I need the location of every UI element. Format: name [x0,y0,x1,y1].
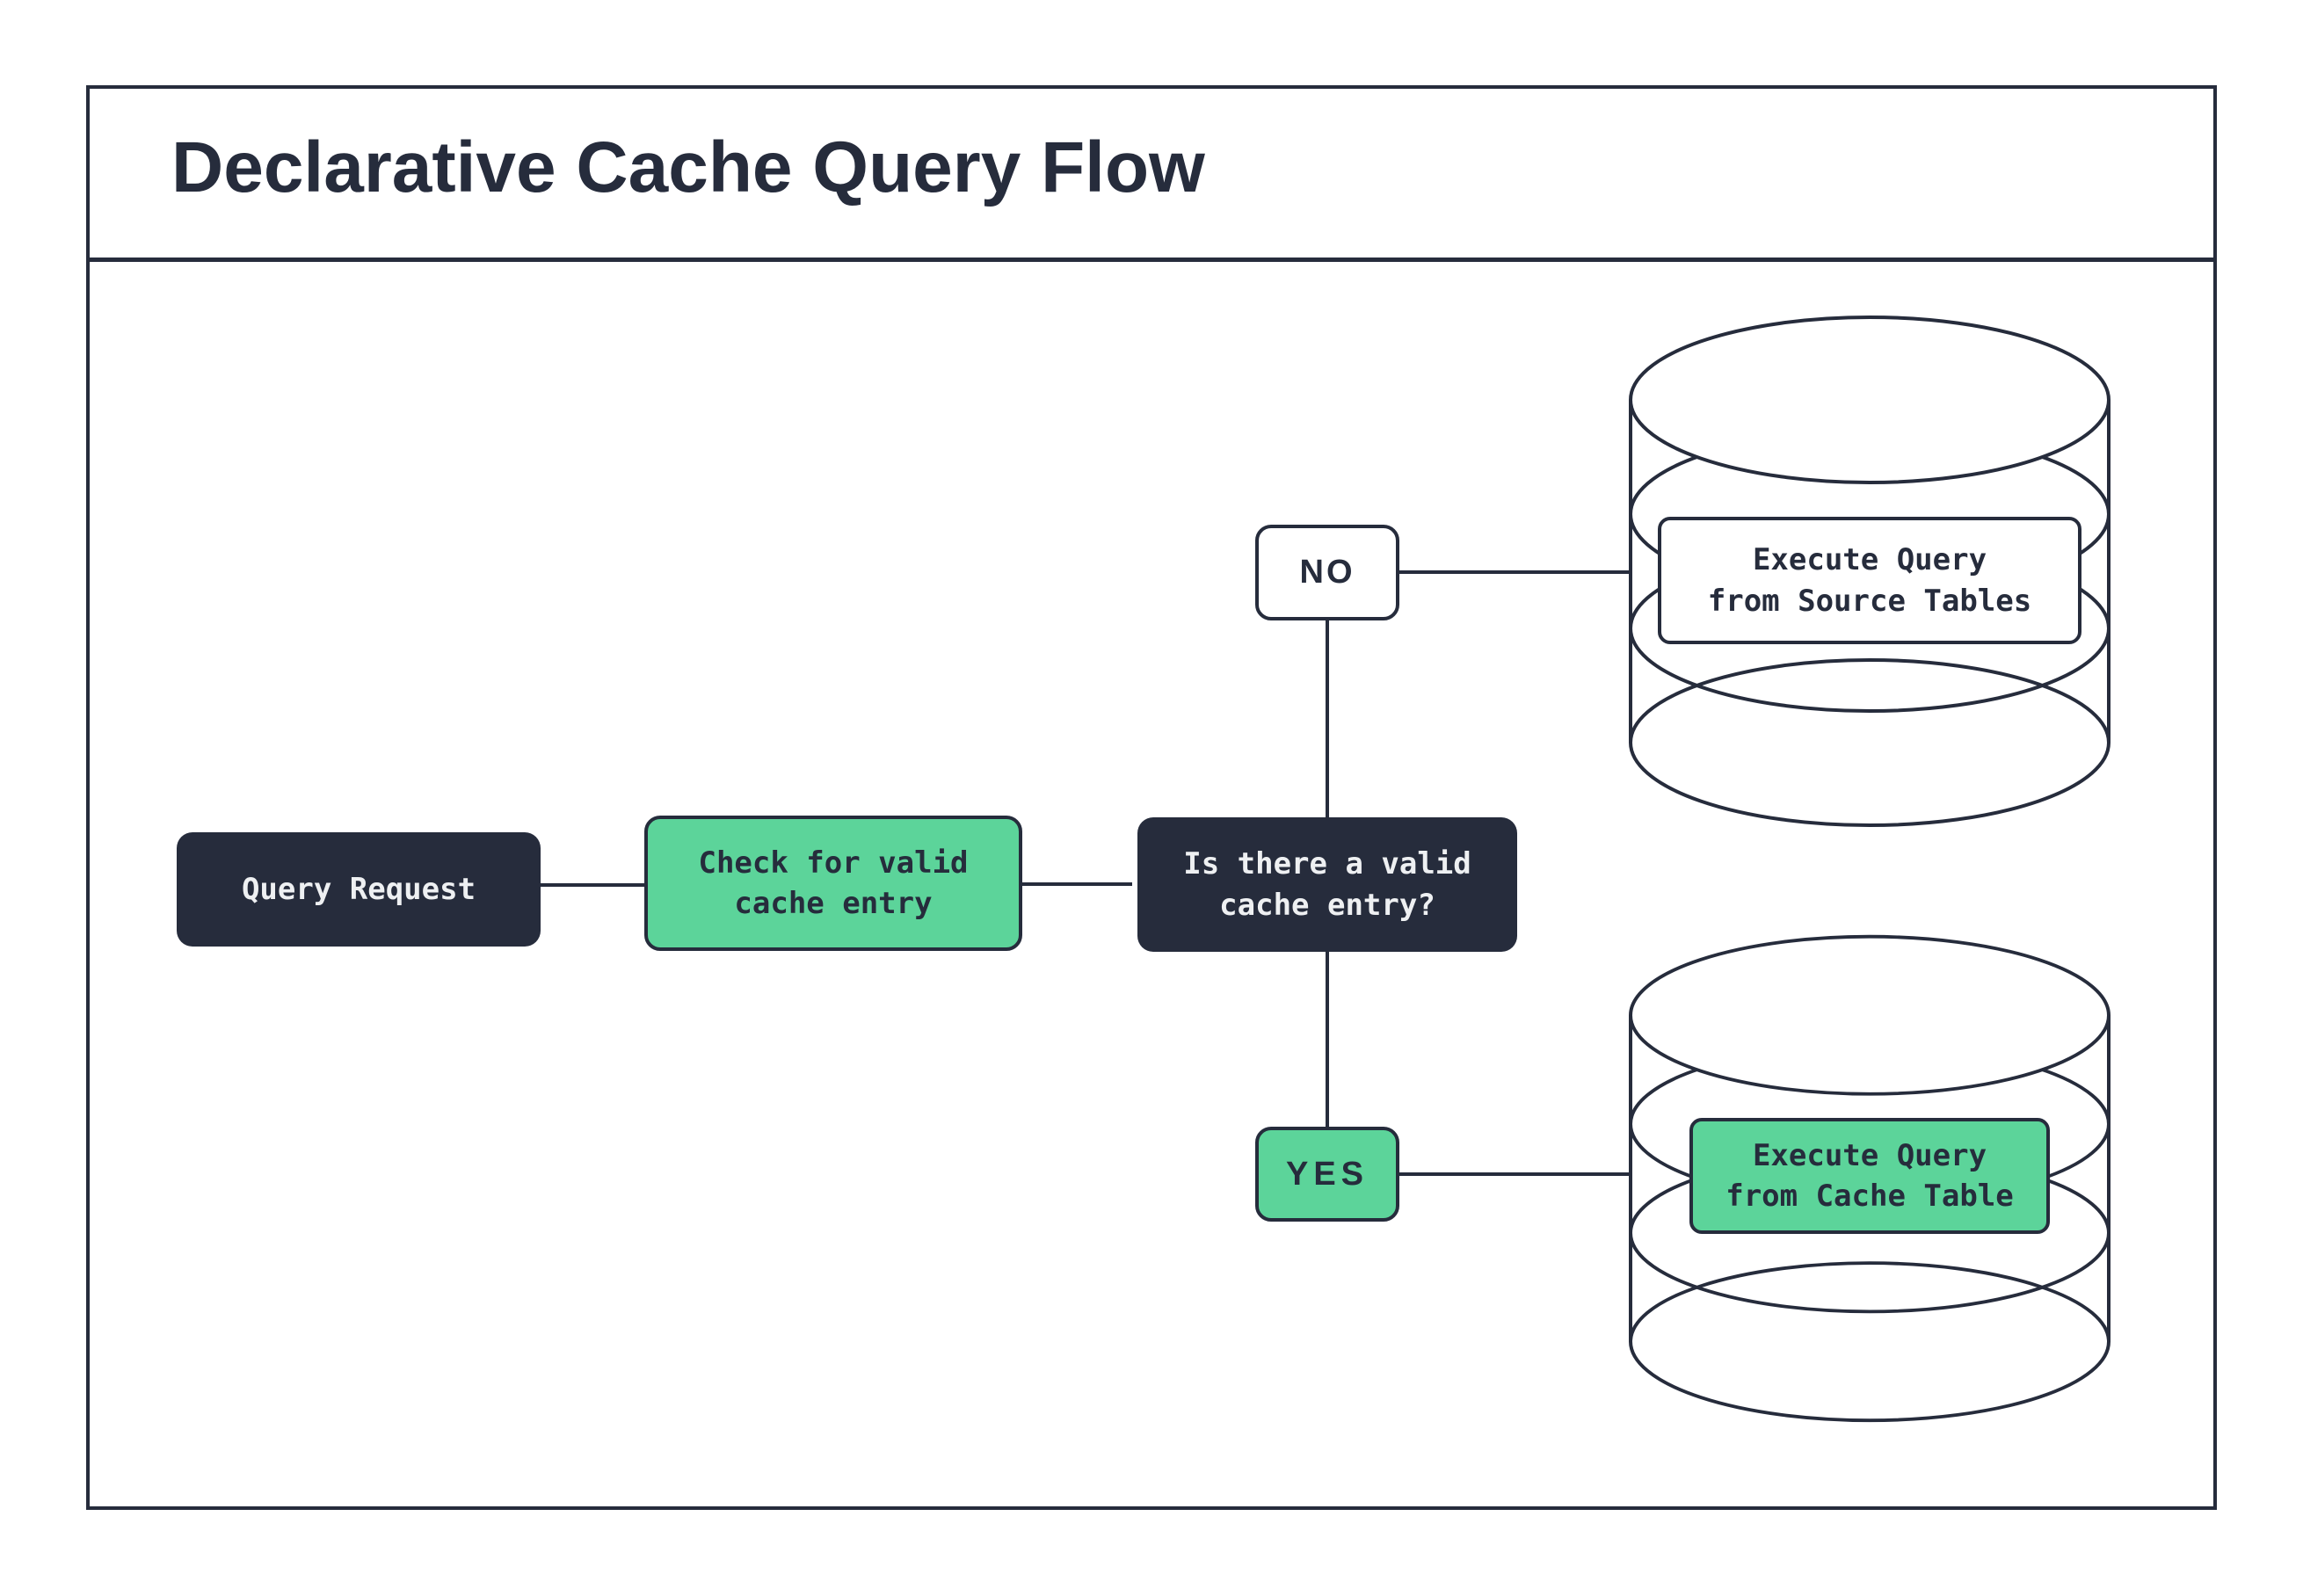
edge-check-to-decision [1022,882,1132,886]
node-query-request: Query Request [177,832,541,947]
node-execute-source-line1: Execute Query [1752,542,1987,578]
node-check-cache: Check for valid cache entry [644,816,1022,951]
node-execute-cache-line1: Execute Query [1752,1137,1987,1173]
branch-yes: YES [1255,1127,1399,1222]
edge-no-to-source-db [1399,570,1631,574]
edge-decision-to-yes [1326,951,1329,1128]
edge-yes-to-cache-db [1399,1172,1631,1176]
node-execute-cache-line2: from Cache Table [1725,1179,2014,1214]
node-decision: Is there a valid cache entry? [1137,817,1517,952]
branch-yes-label: YES [1285,1155,1369,1193]
node-query-request-label: Query Request [241,871,476,907]
node-execute-cache: Execute Query from Cache Table [1689,1118,2050,1234]
node-decision-line1: Is there a valid [1183,846,1471,882]
node-check-cache-line2: cache entry [734,886,933,921]
node-execute-source-line2: from Source Tables [1707,583,2032,619]
branch-no-label: NO [1299,554,1355,591]
node-check-cache-line1: Check for valid [698,845,969,881]
title-separator [86,258,2217,262]
edge-request-to-check [541,883,644,887]
node-decision-line2: cache entry? [1219,887,1435,923]
node-execute-source: Execute Query from Source Tables [1658,517,2081,644]
edge-decision-to-no [1326,619,1329,819]
diagram-title: Declarative Cache Query Flow [171,127,1205,207]
branch-no: NO [1255,525,1399,620]
